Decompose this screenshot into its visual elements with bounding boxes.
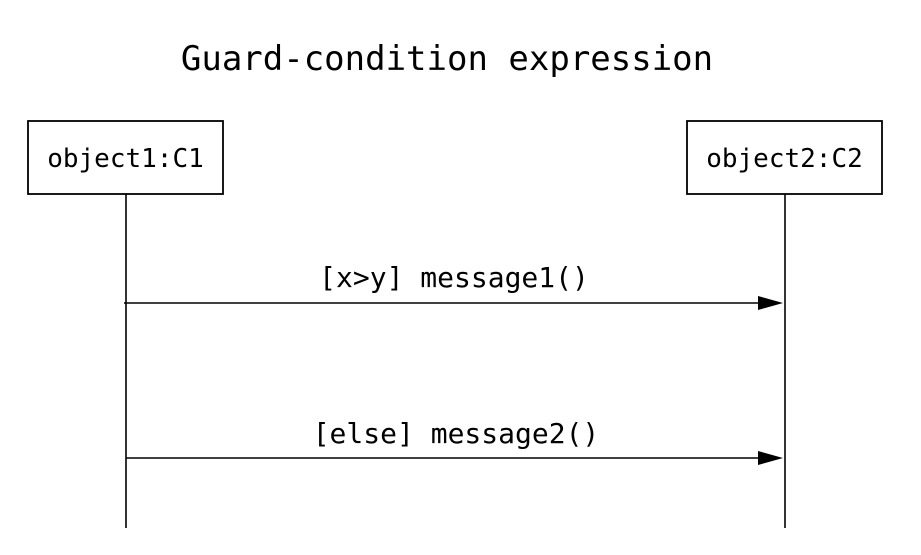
message2-label: [else] message2() [313, 417, 600, 450]
object2-box [686, 120, 883, 195]
object1-box [27, 120, 224, 195]
message-2: [else] message2() [126, 417, 783, 465]
lifeline-object1: object1:C1 [27, 120, 224, 528]
object2-label: object2:C2 [706, 144, 863, 174]
object1-label: object1:C1 [47, 144, 204, 174]
lifeline-object2: object2:C2 [686, 120, 883, 528]
diagram-title: Guard-condition expression [181, 39, 713, 79]
message1-arrowhead [758, 296, 783, 310]
message1-label: [x>y] message1() [319, 261, 589, 294]
message-1: [x>y] message1() [124, 261, 783, 310]
message2-arrowhead [758, 451, 783, 465]
